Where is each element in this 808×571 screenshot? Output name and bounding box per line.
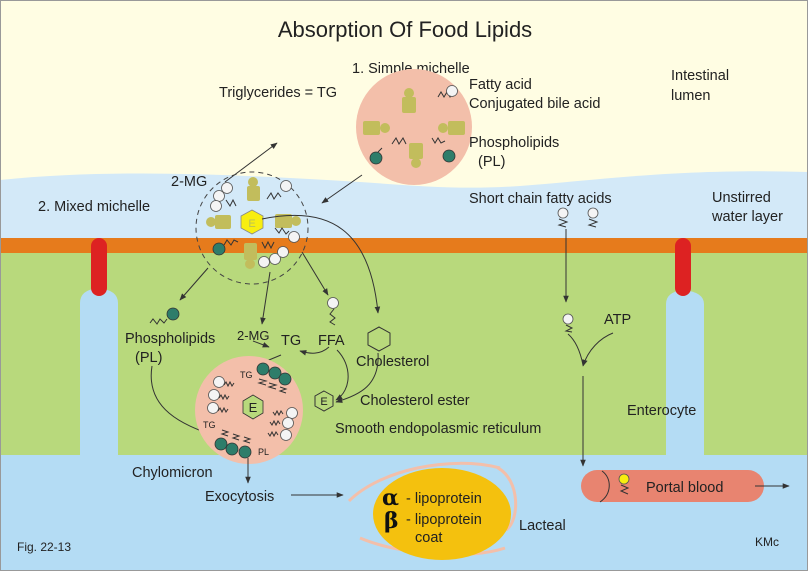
arrow-to-2mg bbox=[260, 271, 271, 325]
beta-lipoprotein-label: - lipoprotein bbox=[406, 512, 482, 528]
coat-label: coat bbox=[415, 530, 442, 546]
lumen-label-line1: Intestinal bbox=[671, 68, 729, 84]
lipoprotein-coat bbox=[373, 468, 511, 560]
arrow-cholesterol-to-ester bbox=[335, 352, 379, 403]
chylomicron-ester-hex-icon bbox=[242, 394, 264, 420]
unstirred-water-layer bbox=[0, 171, 808, 245]
cholesterol-ester-hex-icon bbox=[314, 390, 334, 412]
arrow-to-cholesterol bbox=[261, 214, 381, 314]
simple-micelle: 1. Simple michelle Triglycerides = TG Fa… bbox=[219, 61, 600, 185]
water-layer-label-line2: water layer bbox=[711, 209, 783, 225]
chylomicron-pl-label: PL bbox=[258, 447, 269, 457]
lacteal: α β - lipoprotein - lipoprotein coat Lac… bbox=[347, 461, 566, 560]
er-tg-label: TG bbox=[281, 333, 301, 349]
chylomicron-ester-glyph: E bbox=[249, 400, 258, 415]
arrow-to-phospholipids bbox=[179, 267, 209, 301]
mixed-micelle-2mg-label: 2-MG bbox=[171, 174, 207, 190]
tight-junction-left bbox=[91, 238, 107, 296]
arrow-scfa-merge bbox=[567, 333, 584, 366]
er-cholesterol-ester-label: Cholesterol ester bbox=[360, 393, 470, 409]
mixed-micelle-ester-glyph: E bbox=[248, 218, 255, 230]
alpha-symbol: α bbox=[382, 485, 399, 511]
er-cholesterol-label: Cholesterol bbox=[356, 354, 429, 370]
legend-phospholipids-abbrev: (PL) bbox=[478, 154, 505, 170]
chylomicron-tg-top: TG bbox=[240, 370, 253, 380]
legend-bile-acid: Conjugated bile acid bbox=[469, 96, 600, 112]
er-ester-glyph: E bbox=[320, 396, 327, 408]
arrow-ffa-to-ester bbox=[335, 349, 349, 401]
er-2mg-label: 2-MG bbox=[237, 328, 270, 343]
villus-right bbox=[666, 290, 704, 455]
chylomicron: TG TG PL E bbox=[195, 356, 303, 464]
chylomicron-tg-bottom: TG bbox=[203, 420, 216, 430]
cholesterol-hex-icon bbox=[367, 326, 391, 352]
mixed-micelle: 2. Mixed michelle 2-MG E bbox=[38, 171, 309, 285]
triglycerides-label: Triglycerides = TG bbox=[219, 85, 337, 101]
er-phospholipids-abbrev: (PL) bbox=[135, 350, 162, 366]
ester-hex-icon bbox=[240, 209, 264, 235]
smooth-er-contents: Phospholipids (PL) 2-MG TG FFA Cholester… bbox=[125, 297, 541, 437]
legend-phospholipids: Phospholipids bbox=[469, 135, 559, 151]
arrow-2mg-to-tg bbox=[252, 340, 270, 348]
er-ffa-label: FFA bbox=[318, 333, 345, 349]
arrow-ffa-to-tg bbox=[299, 346, 330, 356]
figure-number: Fig. 22-13 bbox=[17, 540, 71, 554]
arrow-simple-to-mixed bbox=[321, 174, 363, 204]
enterocyte-label: Enterocyte bbox=[627, 403, 696, 419]
beta-symbol: β bbox=[384, 508, 399, 534]
tight-junction-right bbox=[675, 238, 691, 296]
alpha-lipoprotein-label: - lipoprotein bbox=[406, 491, 482, 507]
arrow-atp-merge bbox=[582, 332, 614, 367]
water-layer-label-line1: Unstirred bbox=[712, 190, 771, 206]
lumen-label-line2: lumen bbox=[671, 88, 711, 104]
simple-micelle-label: 1. Simple michelle bbox=[352, 61, 470, 77]
credit-label: KMc bbox=[755, 535, 779, 549]
brush-border-membrane bbox=[0, 238, 808, 253]
arrow-to-ffa bbox=[301, 251, 329, 296]
er-smooth-er-label: Smooth endopolasmic reticulum bbox=[335, 421, 541, 437]
diagram-title: Absorption Of Food Lipids bbox=[278, 17, 532, 42]
portal-blood-label: Portal blood bbox=[646, 480, 723, 496]
exocytosis-label: Exocytosis bbox=[205, 489, 274, 505]
legend-fatty-acid: Fatty acid bbox=[469, 77, 532, 93]
portal-blood: Portal blood bbox=[581, 470, 790, 503]
mixed-micelle-label: 2. Mixed michelle bbox=[38, 199, 150, 215]
chylomicron-label: Chylomicron bbox=[132, 465, 213, 481]
short-chain-pathway: Short chain fatty acids ATP bbox=[469, 191, 631, 467]
er-phospholipids-label: Phospholipids bbox=[125, 331, 215, 347]
atp-label: ATP bbox=[604, 312, 631, 328]
villus-left bbox=[80, 288, 118, 455]
lacteal-label: Lacteal bbox=[519, 518, 566, 534]
short-chain-label: Short chain fatty acids bbox=[469, 191, 612, 207]
